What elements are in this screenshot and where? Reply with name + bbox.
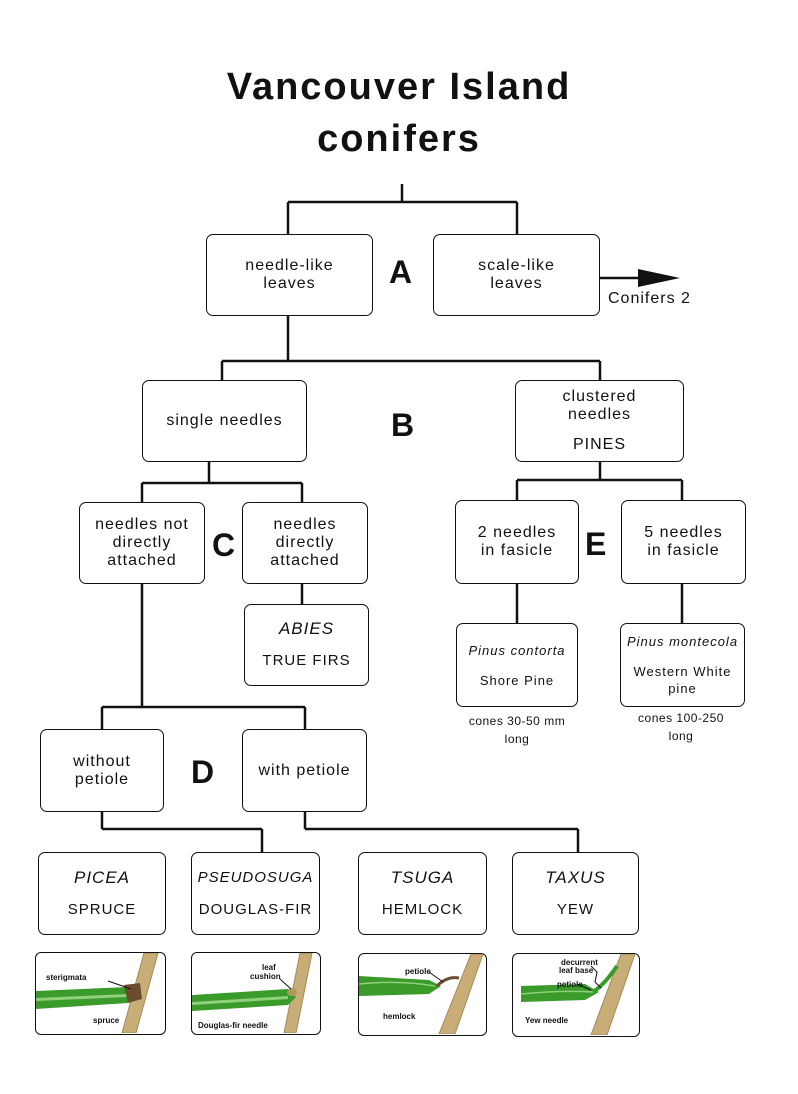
illustration-label: leaf [262, 963, 276, 972]
illustration-label: petiole [557, 980, 583, 989]
douglas-fir-needle-illustration: leaf cushion Douglas-fir needle [191, 952, 321, 1035]
five-needles-box[interactable]: 5 needles in fasicle [621, 500, 746, 584]
clustered-needles-box[interactable]: clustered needles PINES [515, 380, 684, 462]
cone-size-note: cones 100-250 long [614, 709, 748, 745]
pinus-contorta-box[interactable]: Pinus contorta Shore Pine [456, 623, 578, 707]
common-name: DOUGLAS-FIR [198, 900, 313, 918]
note-line: cones 100-250 [638, 711, 724, 725]
key-letter-c: C [212, 527, 236, 563]
common-name: HEMLOCK [381, 900, 464, 918]
common-name: Shore Pine [479, 672, 555, 688]
note-line: long [504, 732, 530, 746]
box-label: without [73, 752, 131, 770]
conifers-2-link[interactable]: Conifers 2 [608, 290, 691, 307]
illustration-label: leaf base [559, 966, 594, 975]
douglas-fir-needle-icon [192, 953, 313, 1033]
box-label: needle-like [245, 257, 334, 274]
box-label: clustered [562, 388, 637, 405]
two-needles-box[interactable]: 2 needles in fasicle [455, 500, 579, 584]
illustration-label: cushion [250, 972, 281, 981]
page-title-line2: conifers [317, 118, 481, 160]
tsuga-box[interactable]: TSUGA HEMLOCK [358, 852, 487, 935]
box-label: leaves [490, 275, 543, 292]
genus-name: TAXUS [545, 867, 606, 887]
needles-directly-attached-box[interactable]: needles directly attached [242, 502, 368, 584]
box-label: scale-like [478, 257, 555, 274]
without-petiole-box[interactable]: without petiole [40, 729, 164, 812]
hemlock-needle-icon [359, 954, 484, 1034]
illustration-label: decurrent [561, 958, 598, 967]
pines-label: PINES [572, 436, 626, 453]
box-label: 5 needles [644, 524, 723, 541]
common-name: TRUE FIRS [262, 652, 351, 669]
illustration-label: Douglas-fir needle [198, 1021, 268, 1030]
box-label: attached [270, 552, 340, 569]
abies-box[interactable]: ABIES TRUE FIRS [244, 604, 369, 686]
box-label: single needles [166, 412, 283, 429]
note-line: long [668, 729, 694, 743]
needle-like-leaves-box[interactable]: needle-like leaves [206, 234, 373, 316]
common-name: pine [668, 681, 697, 696]
spruce-needle-illustration: sterigmata spruce [35, 952, 166, 1035]
arrow-head [638, 269, 680, 287]
species-name: Pinus montecola [626, 634, 739, 649]
with-petiole-box[interactable]: with petiole [242, 729, 367, 812]
hemlock-needle-illustration: petiole hemlock [358, 953, 487, 1036]
box-label: with petiole [258, 761, 351, 779]
illustration-label: spruce [93, 1016, 120, 1025]
illustration-label: sterigmata [46, 973, 87, 982]
yew-needle-icon [520, 954, 636, 1035]
picea-box[interactable]: PICEA SPRUCE [38, 852, 166, 935]
note-line: cones 30-50 mm [468, 714, 566, 728]
page-title-line1: Vancouver Island [226, 66, 572, 108]
key-letter-a: A [389, 254, 413, 290]
yew-needle-illustration: decurrent leaf base petiole Yew needle [512, 953, 640, 1037]
needles-not-directly-attached-box[interactable]: needles not directly attached [79, 502, 205, 584]
scale-like-leaves-box[interactable]: scale-like leaves [433, 234, 600, 316]
box-label: in fasicle [480, 542, 554, 559]
box-label: needles [273, 516, 337, 533]
common-name: SPRUCE [67, 900, 137, 918]
illustration-label: Yew needle [525, 1016, 569, 1025]
key-letter-d: D [191, 754, 215, 790]
pinus-montecola-box[interactable]: Pinus montecola Western White pine [620, 623, 745, 707]
box-label: in fasicle [647, 542, 720, 559]
box-label: 2 needles [477, 524, 557, 541]
species-name: Pinus contorta [468, 642, 566, 658]
spruce-needle-icon [36, 953, 159, 1033]
box-label: needles not [95, 516, 189, 533]
common-name: Western White [633, 664, 732, 679]
illustration-label: hemlock [383, 1012, 416, 1021]
box-label: directly [275, 534, 335, 551]
box-label: attached [107, 552, 177, 569]
genus-name: ABIES [278, 619, 335, 638]
illustration-label: petiole [405, 967, 431, 976]
genus-name: PICEA [73, 867, 131, 887]
box-label: petiole [74, 770, 130, 788]
taxus-box[interactable]: TAXUS YEW [512, 852, 639, 935]
box-label: needles [567, 406, 632, 423]
pseudosuga-box[interactable]: PSEUDOSUGA DOUGLAS-FIR [191, 852, 320, 935]
common-name: YEW [556, 900, 595, 918]
box-label: directly [112, 534, 172, 551]
genus-name: PSEUDOSUGA [197, 868, 314, 886]
genus-name: TSUGA [390, 867, 455, 887]
key-letter-e: E [585, 526, 607, 562]
key-letter-b: B [391, 407, 415, 443]
box-label: leaves [263, 275, 316, 292]
single-needles-box[interactable]: single needles [142, 380, 307, 462]
cone-size-note: cones 30-50 mm long [450, 712, 584, 748]
